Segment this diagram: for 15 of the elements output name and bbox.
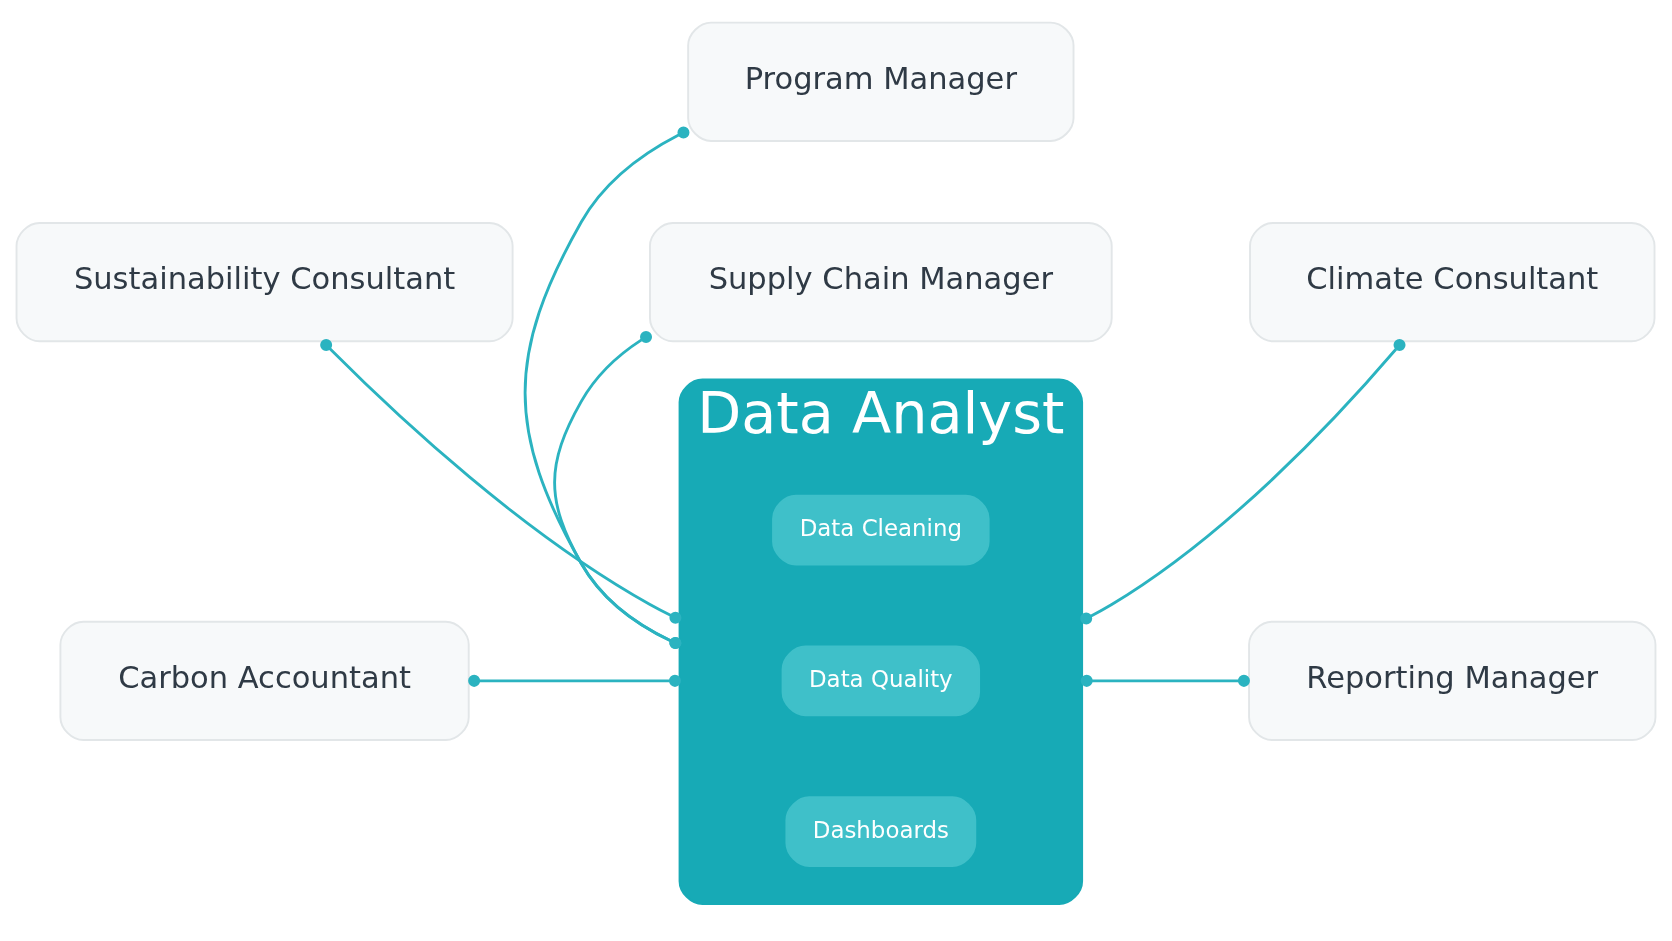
connector: [468, 674, 681, 687]
node-box: Dashboards: [785, 795, 977, 867]
connector: [523, 126, 690, 649]
node-box: Carbon Accountant: [59, 620, 470, 741]
connector: [553, 330, 682, 649]
node-box: Program Manager: [687, 21, 1075, 142]
connector: [1080, 674, 1250, 687]
node-box: Data Quality: [781, 645, 981, 716]
node-box: Reporting Manager: [1248, 620, 1657, 741]
node-box: Supply Chain Manager: [649, 221, 1113, 342]
connector: [320, 338, 682, 624]
node-box: Data Cleaning: [772, 494, 990, 565]
node-box: Sustainability Consultant: [15, 221, 514, 342]
connector: [1080, 338, 1406, 624]
node-box: Climate Consultant: [1249, 221, 1656, 342]
